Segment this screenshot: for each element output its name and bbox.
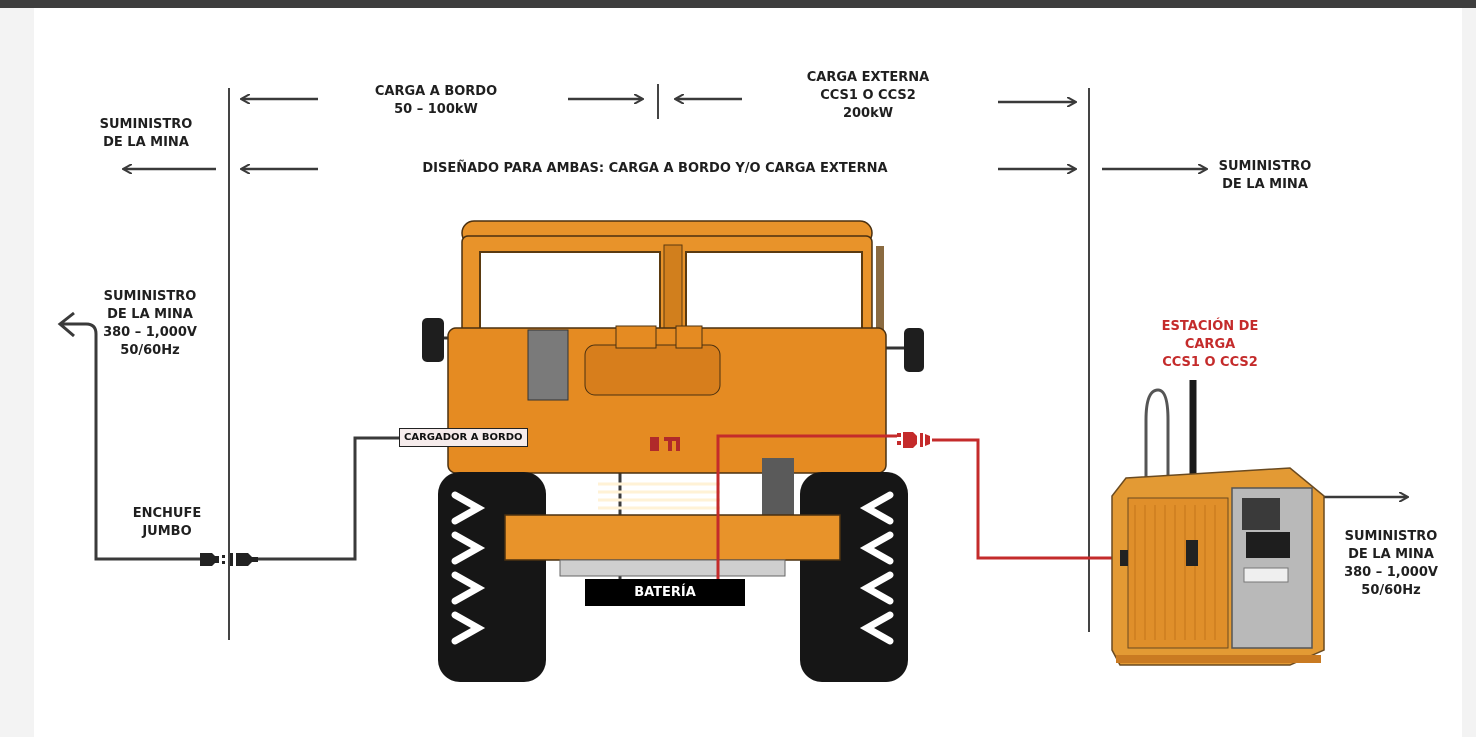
jumbo-plug-icon bbox=[200, 553, 258, 566]
label-jumbo-plug: ENCHUFE JUMBO bbox=[132, 506, 202, 539]
battery-label: BATERÍA bbox=[585, 579, 745, 606]
label-mine-supply-left: SUMINISTRO DE LA MINA 380 – 1,000V 50/60… bbox=[103, 289, 197, 358]
label-external-charge: CARGA EXTERNA CCS1 O CCS2 200kW bbox=[806, 70, 930, 121]
cable-external-charge bbox=[716, 434, 1120, 579]
top-bar bbox=[0, 0, 1476, 8]
mining-truck-illustration bbox=[422, 220, 924, 682]
label-mine-supply-top-left: SUMINISTRO DE LA MINA bbox=[99, 117, 193, 150]
charging-station-illustration bbox=[1111, 380, 1325, 666]
arrows bbox=[124, 99, 1407, 497]
cable-mine-supply-left bbox=[62, 322, 200, 561]
onboard-charger-tag: CARGADOR A BORDO bbox=[399, 428, 528, 447]
label-onboard-charge: CARGA A BORDO 50 – 100kW bbox=[374, 84, 498, 117]
label-mine-supply-top-right: SUMINISTRO DE LA MINA bbox=[1218, 159, 1312, 192]
label-charging-station: ESTACIÓN DE CARGA CCS1 O CCS2 bbox=[1161, 319, 1259, 370]
label-mine-supply-right: SUMINISTRO DE LA MINA 380 – 1,000V 50/60… bbox=[1344, 529, 1438, 598]
label-designed-for-both: DISEÑADO PARA AMBAS: CARGA A BORDO Y/O C… bbox=[422, 161, 888, 176]
external-plug-icon bbox=[897, 432, 930, 448]
